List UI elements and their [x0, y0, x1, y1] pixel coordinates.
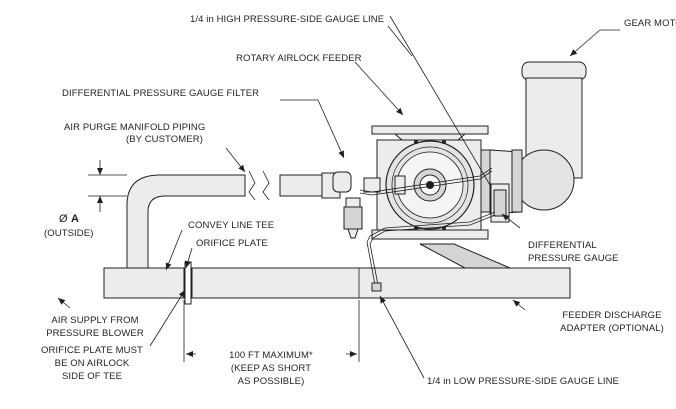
diameter-dimension	[88, 160, 127, 212]
labels: 1/4 in HIGH PRESSURE-SIDE GAUGE LINE GEA…	[41, 14, 676, 387]
label-dp-gauge-2: PRESSURE GAUGE	[528, 253, 619, 264]
label-air-purge-2: (BY CUSTOMER)	[126, 134, 203, 145]
label-orifice-plate: ORIFICE PLATE	[196, 238, 268, 249]
label-diameter-letter: A	[71, 213, 79, 225]
dp-gauge-filter	[332, 171, 363, 239]
label-gear-motor: GEAR MOTOR	[624, 18, 676, 29]
label-convey-tee: CONVEY LINE TEE	[188, 220, 274, 231]
label-high-gauge-line: 1/4 in HIGH PRESSURE-SIDE GAUGE LINE	[190, 14, 384, 25]
orifice-plate	[184, 261, 192, 305]
rotary-feeder	[363, 125, 494, 240]
air-purge-piping	[126, 170, 341, 269]
label-orifice-note-3: SIDE OF TEE	[62, 371, 122, 382]
label-max-length-2: (KEEP AS SHORT	[231, 363, 311, 374]
label-air-purge-1: AIR PURGE MANIFOLD PIPING	[64, 122, 205, 133]
label-discharge-1: FEEDER DISCHARGE	[562, 310, 661, 321]
label-air-supply-1: AIR SUPPLY FROM	[51, 315, 138, 326]
gear-motor	[489, 61, 587, 215]
label-diameter-symbol: Ø	[59, 213, 68, 225]
label-max-length-1: 100 FT MAXIMUM*	[229, 350, 313, 361]
label-dp-gauge-1: DIFFERENTIAL	[528, 240, 597, 251]
dp-gauge	[490, 183, 510, 223]
label-rotary-feeder: ROTARY AIRLOCK FEEDER	[236, 53, 362, 64]
convey-line-pipe	[103, 267, 571, 299]
label-max-length-3: AS POSSIBLE)	[238, 376, 305, 387]
discharge-adapter	[419, 243, 511, 269]
label-diameter-note: (OUTSIDE)	[44, 228, 93, 239]
gauge-tubing	[359, 15, 496, 292]
length-dimension	[183, 300, 360, 362]
label-orifice-note-2: BE ON AIRLOCK	[55, 358, 130, 369]
label-low-gauge-line: 1/4 in LOW PRESSURE-SIDE GAUGE LINE	[427, 376, 619, 387]
label-air-supply-2: PRESSURE BLOWER	[46, 328, 144, 339]
label-dp-filter: DIFFERENTIAL PRESSURE GAUGE FILTER	[62, 88, 259, 99]
label-discharge-2: ADAPTER (OPTIONAL)	[560, 323, 664, 334]
label-orifice-note-1: ORIFICE PLATE MUST	[41, 345, 143, 356]
leader-lines	[57, 25, 620, 379]
